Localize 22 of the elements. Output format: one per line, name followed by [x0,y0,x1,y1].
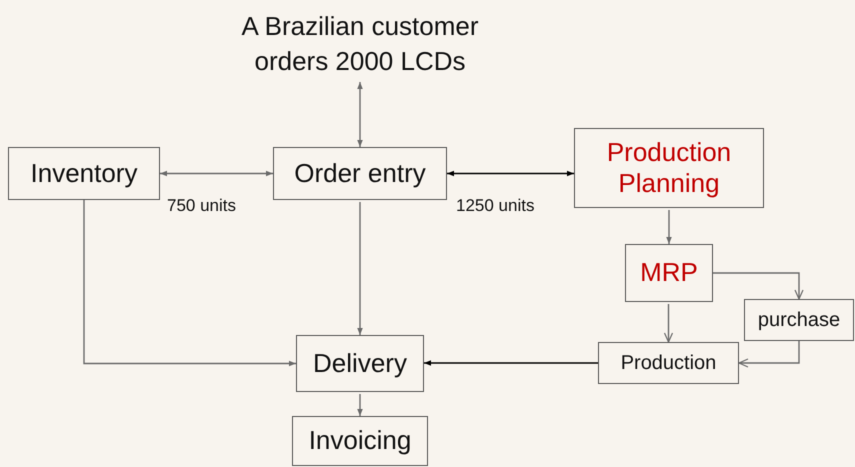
arrow [424,360,598,366]
arrow [357,394,363,416]
process-box: purchase [744,299,854,341]
edge-label: 1250 units [456,196,534,216]
process-box: Production [598,342,739,384]
arrow [738,341,800,368]
process-box: MRP [625,244,713,302]
process-box: Order entry [273,147,447,200]
arrow [447,170,574,176]
arrow [713,272,804,300]
edge-label: 750 units [167,196,236,216]
note-text: A Brazilian customer orders 2000 LCDs [220,8,500,80]
arrow [160,170,273,176]
process-box: Inventory [8,147,160,200]
arrow [664,304,674,343]
process-box: Delivery [296,335,424,392]
arrow [83,200,296,366]
arrow [357,82,363,147]
process-box: Invoicing [292,416,428,466]
arrow [357,202,363,335]
arrow [666,210,672,244]
process-box: Production Planning [574,128,764,208]
